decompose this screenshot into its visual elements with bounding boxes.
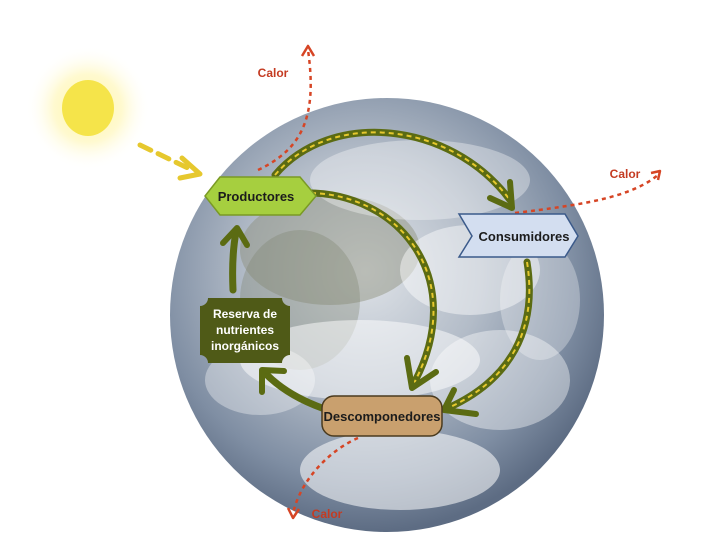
flow-reserve-to-producers: [220, 225, 250, 294]
heat-arrow-top: [257, 44, 316, 172]
reserve-node: Reserva de nutrientes inorgánicos: [200, 298, 290, 363]
flow-consumers-to-decomposers: [441, 258, 533, 417]
flow-producers-to-decomposers: [298, 189, 439, 391]
heat-arrow-right: [514, 169, 662, 215]
heat-label-bottom: Calor: [312, 507, 343, 521]
sun: [62, 80, 114, 136]
consumers-node: Consumidores: [457, 213, 579, 258]
heat-label-top: Calor: [258, 66, 289, 80]
reserve-label-line-3: inorgánicos: [211, 339, 279, 353]
consumers-label: Consumidores: [478, 229, 569, 244]
flow-decomposers-to-reserve: [259, 367, 326, 412]
reserve-label-line-2: nutrientes: [216, 323, 274, 337]
flow-producers-to-consumers: [271, 128, 515, 211]
heat-arrow-bottom: [286, 436, 359, 520]
decomposers-node: Descomponedores: [321, 395, 443, 437]
sunlight-arrow: [137, 142, 203, 181]
producers-node: Productores: [204, 176, 317, 216]
heat-label-right: Calor: [610, 167, 641, 181]
producers-label: Productores: [218, 189, 295, 204]
reserve-label-line-1: Reserva de: [213, 307, 277, 321]
decomposers-label: Descomponedores: [323, 409, 440, 424]
